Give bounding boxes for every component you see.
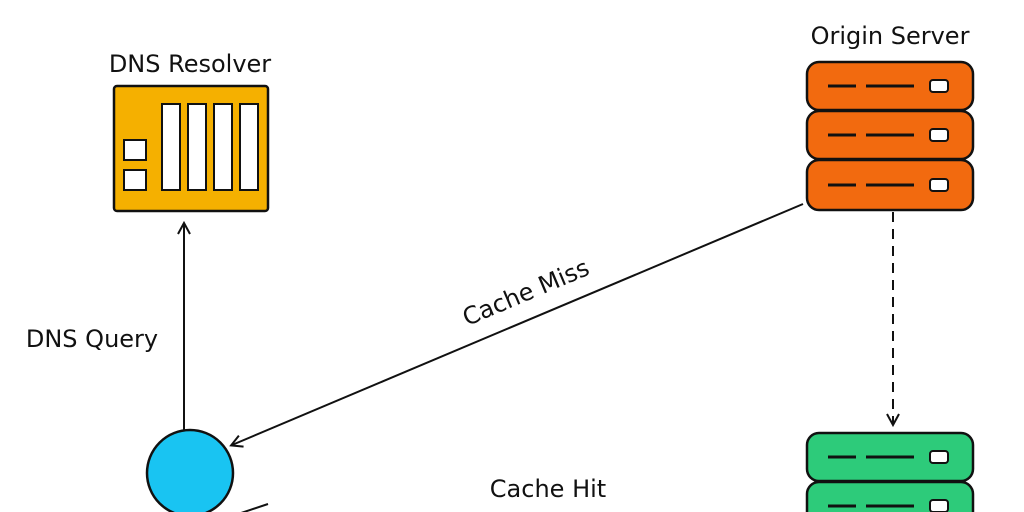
dns-resolver-label: DNS Resolver [109, 50, 271, 78]
cache-hit-label: Cache Hit [490, 475, 606, 503]
client-icon [145, 428, 235, 512]
dns-resolver-icon [112, 84, 270, 213]
cache-miss-arrow [229, 203, 804, 448]
origin-server-label: Origin Server [811, 22, 970, 50]
origin-server-icon [805, 60, 975, 212]
dns-query-label: DNS Query [26, 325, 158, 353]
cache-server-icon [805, 431, 975, 512]
cache-hit-arrow [240, 503, 269, 512]
